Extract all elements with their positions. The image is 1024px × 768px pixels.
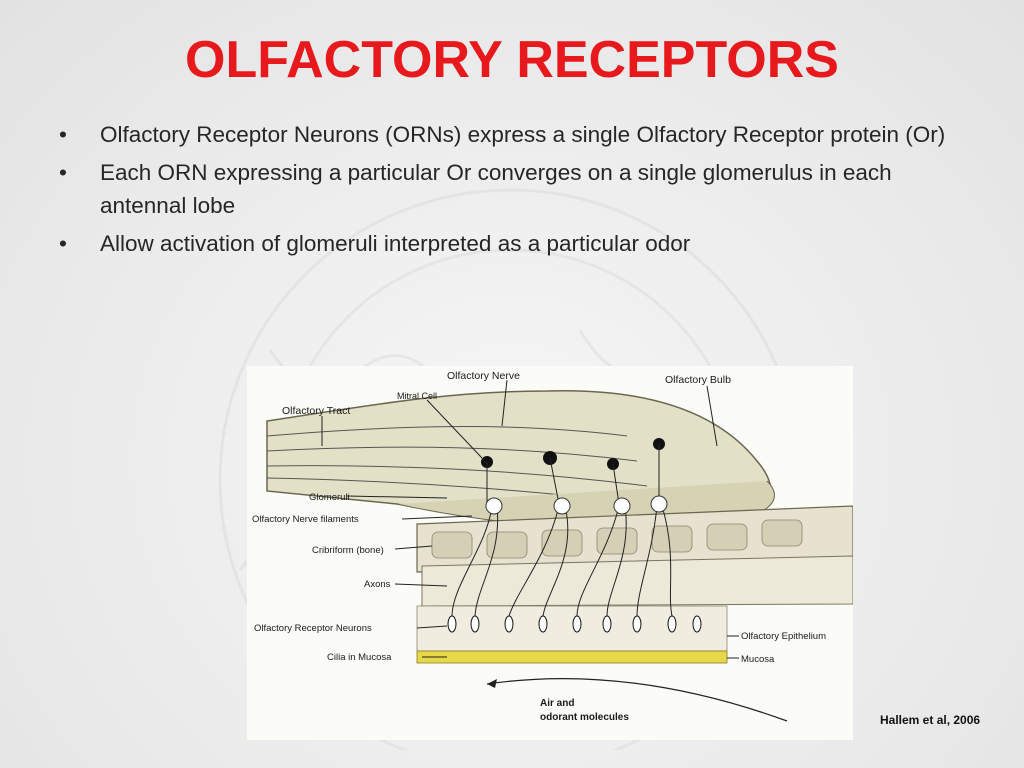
label-air-line1: Air and — [540, 698, 574, 709]
label-cribriform: Cribriform (bone) — [312, 545, 384, 556]
label-olfactory-tract: Olfactory Tract — [282, 405, 350, 417]
label-nerve-filaments: Olfactory Nerve filaments — [252, 514, 359, 525]
label-receptor-neurons: Olfactory Receptor Neurons — [254, 623, 372, 634]
label-glomeruli: Glomeruli — [309, 492, 350, 503]
bullet-item: • Allow activation of glomeruli interpret… — [55, 227, 955, 260]
label-mucosa: Mucosa — [741, 654, 775, 665]
label-epithelium: Olfactory Epithelium — [741, 631, 826, 642]
label-axons: Axons — [364, 579, 391, 590]
label-olfactory-nerve: Olfactory Nerve — [447, 370, 520, 382]
slide-title: OLFACTORY RECEPTORS — [185, 31, 839, 89]
bullet-item: • Each ORN expressing a particular Or con… — [55, 156, 955, 222]
bullet-dot: • — [59, 231, 67, 256]
bullet-text: Olfactory Receptor Neurons (ORNs) expres… — [100, 122, 946, 147]
cribriform-bone-layer — [416, 505, 853, 607]
citation: Hallem et al, 2006 — [880, 713, 981, 727]
receptor-neurons — [447, 615, 702, 633]
label-air-line2: odorant molecules — [540, 712, 629, 723]
bullet-item: • Olfactory Receptor Neurons (ORNs) expre… — [55, 118, 955, 151]
label-olfactory-bulb: Olfactory Bulb — [665, 374, 731, 386]
bullet-dot: • — [59, 160, 67, 185]
label-mitral-cell: Mitral Cell — [397, 391, 437, 401]
epithelium-layer — [416, 605, 728, 664]
bullet-text: Each ORN expressing a particular Or conv… — [100, 160, 892, 218]
bullet-list: • Olfactory Receptor Neurons (ORNs) expre… — [55, 118, 955, 265]
olfactory-diagram: Olfactory Nerve Olfactory Bulb Mitral Ce… — [247, 366, 853, 740]
bullet-dot: • — [59, 122, 67, 147]
glomeruli — [485, 495, 668, 515]
label-leader-lines — [321, 379, 739, 659]
airflow-arrow — [486, 678, 788, 722]
axon-lines — [451, 444, 673, 617]
bullet-text: Allow activation of glomeruli interprete… — [100, 231, 691, 256]
label-cilia: Cilia in Mucosa — [327, 652, 392, 663]
